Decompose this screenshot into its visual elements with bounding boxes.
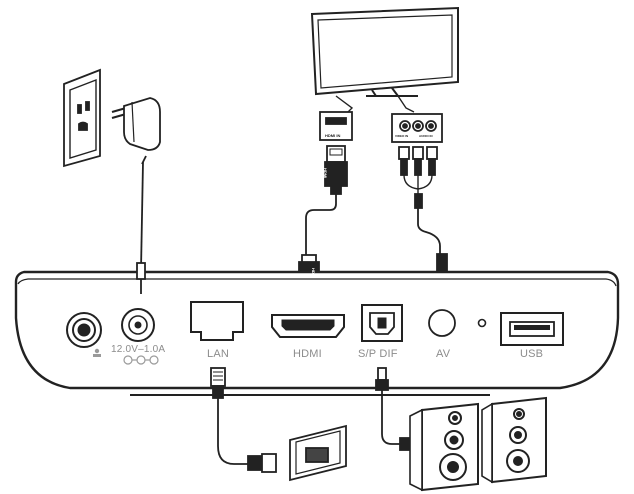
usb-label: USB (520, 348, 544, 360)
spdif-port (361, 304, 403, 342)
power-plug (136, 262, 146, 294)
polarity-icon (123, 355, 159, 365)
lan-cable (210, 367, 277, 473)
power-rating-label: 12.0V–1.0A (111, 344, 166, 355)
lan-wall-socket-icon (289, 424, 347, 482)
tv-hdmi-in-label: HDMI IN (325, 133, 341, 138)
reset-button (66, 312, 102, 348)
reset-icon (93, 348, 101, 357)
status-led (477, 318, 487, 328)
wall-outlet-icon (63, 68, 101, 168)
hdmi-plug-label: HDMI (323, 168, 328, 179)
usb-port (500, 312, 564, 346)
av-label: AV (436, 348, 451, 360)
av-cable (391, 113, 448, 297)
dc-power-port (121, 308, 155, 342)
tv-icon (310, 6, 459, 113)
spdif-label: S/P DIF (358, 348, 398, 360)
tv-audio-in-label: AUDIO IN (419, 134, 433, 138)
av-port (428, 309, 456, 337)
hdmi-port (271, 314, 345, 338)
lan-port (190, 301, 244, 341)
tv-video-in-label: VIDEO IN (395, 134, 409, 138)
hdmi-label: HDMI (293, 348, 322, 360)
hdmi-connector-label: HDMI (311, 268, 316, 279)
speakers-icon (409, 396, 547, 492)
lan-label: LAN (207, 348, 229, 360)
power-adapter-icon (111, 97, 161, 271)
